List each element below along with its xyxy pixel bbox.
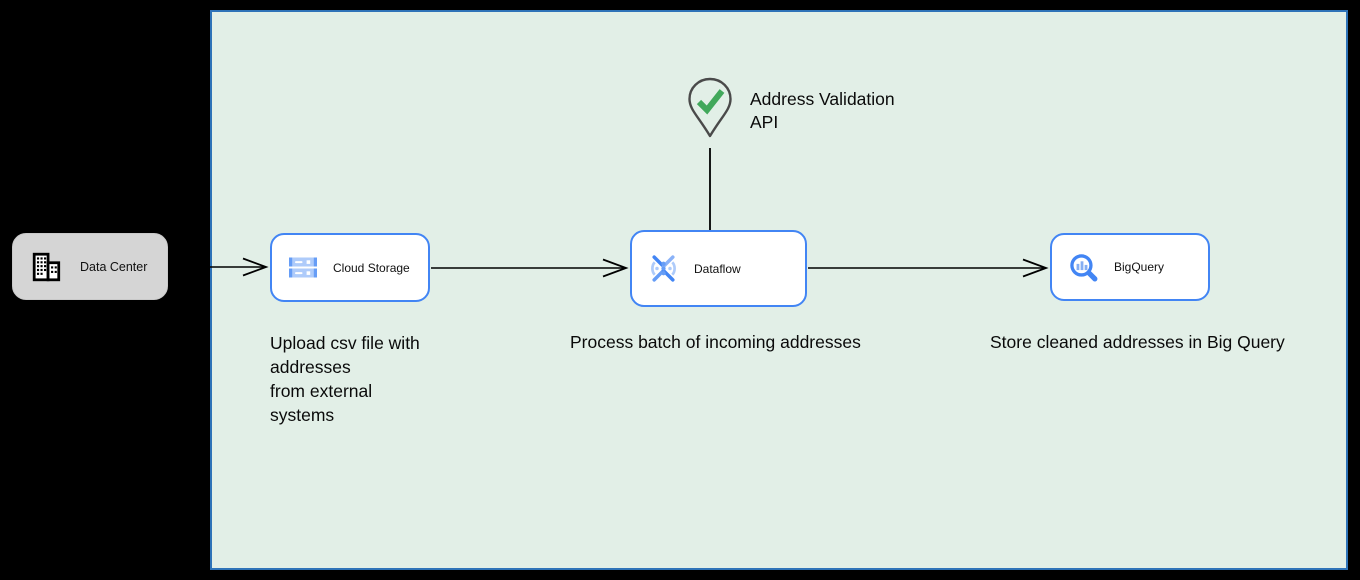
node-dataflow[interactable]: Dataflow — [630, 230, 807, 307]
note-store-bigquery: Store cleaned addresses in Big Query — [990, 332, 1285, 352]
node-cloud-storage[interactable]: Cloud Storage — [270, 233, 430, 302]
note-address-validation-api: Address Validation API — [750, 89, 895, 132]
map-pin-check-icon — [688, 77, 732, 138]
note-upload-csv: Upload csv file with addresses from exte… — [270, 333, 420, 425]
dataflow-icon — [648, 253, 679, 284]
node-data-center[interactable]: Data Center — [12, 233, 168, 300]
node-label-cloud-storage: Cloud Storage — [333, 260, 410, 275]
address-validation-pin — [686, 77, 734, 139]
note-process-batch: Process batch of incoming addresses — [570, 332, 861, 352]
node-bigquery[interactable]: BigQuery — [1050, 233, 1210, 301]
building-icon — [31, 252, 63, 282]
cloud-storage-icon — [288, 256, 318, 280]
bigquery-icon — [1068, 252, 1099, 283]
node-label-data-center: Data Center — [80, 259, 148, 274]
node-label-bigquery: BigQuery — [1114, 260, 1165, 274]
node-label-dataflow: Dataflow — [694, 261, 741, 276]
